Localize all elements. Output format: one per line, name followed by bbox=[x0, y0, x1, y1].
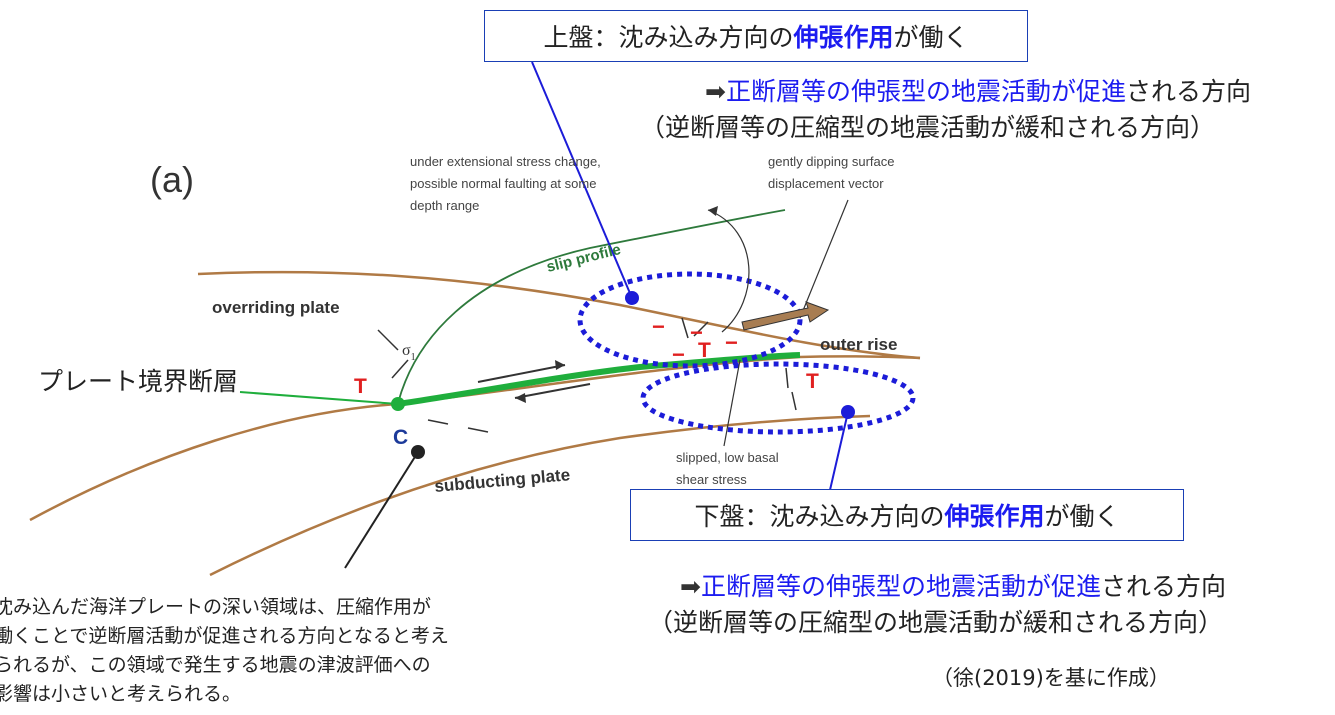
upper-box-emphasis: 伸張作用 bbox=[793, 23, 894, 52]
shear-arrowhead-lower bbox=[515, 393, 526, 403]
lower-note-rest: される方向 bbox=[1100, 572, 1226, 601]
upper-box-leader bbox=[531, 61, 633, 299]
surface-line-2: displacement vector bbox=[768, 176, 884, 191]
deep-region-note-line-3: られるが、この領域で発生する地震の津波評価への bbox=[0, 654, 431, 676]
slip-profile-curve bbox=[397, 209, 786, 404]
lower-box-emphasis: 伸張作用 bbox=[944, 502, 1045, 531]
lower-leader-dot bbox=[841, 405, 855, 419]
overriding-plate-surface bbox=[197, 270, 921, 360]
sigma-label: σ1 bbox=[402, 342, 416, 363]
stress-arrow-c1 bbox=[427, 419, 449, 425]
extensional-line-1: under extensional stress change, bbox=[410, 154, 601, 169]
compression-mark: C bbox=[393, 426, 408, 449]
sigma-symbol: σ bbox=[402, 342, 411, 359]
fault-label-leader bbox=[239, 391, 399, 405]
minus-mark-1: − bbox=[652, 314, 665, 339]
slipped-annotation: slipped, low basal shear stress bbox=[676, 450, 782, 487]
surface-line-1: gently dipping surface bbox=[768, 154, 894, 169]
upper-note-rest: される方向 bbox=[1125, 77, 1251, 106]
shear-arrow-upper bbox=[477, 364, 566, 383]
minus-mark-3: − bbox=[672, 342, 685, 367]
source-citation: （徐(2019)を基に作成） bbox=[932, 666, 1170, 690]
lower-note-arrow: ➡ bbox=[680, 572, 701, 601]
stress-arrow-t1 bbox=[681, 317, 689, 339]
subducting-plate-base bbox=[209, 414, 871, 577]
lower-note-line-1: ➡正断層等の伸張型の地震活動が促進される方向 bbox=[680, 567, 1226, 603]
deep-region-dot bbox=[411, 445, 425, 459]
deep-region-note-line-4: 影響は小さいと考えられる。 bbox=[0, 683, 242, 705]
minus-mark-2: − bbox=[690, 320, 703, 345]
shear-arrowhead-upper bbox=[555, 360, 565, 370]
minus-mark-4: − bbox=[725, 330, 738, 355]
upper-plate-ellipse bbox=[577, 271, 803, 369]
deep-region-leader bbox=[344, 451, 419, 569]
upper-leader-dot bbox=[625, 291, 639, 305]
tension-mark-left: T bbox=[354, 375, 367, 398]
upper-box-suffix: が働く bbox=[893, 23, 969, 52]
deep-region-note: 沈み込んだ海洋プレートの深い領域は、圧縮作用が 働くことで逆断層活動が促進される… bbox=[0, 593, 449, 709]
extensional-arrowhead bbox=[708, 206, 718, 216]
lower-box-prefix: 下盤：沈み込み方向の bbox=[694, 502, 945, 531]
extensional-annotation: under extensional stress change, possibl… bbox=[410, 154, 604, 213]
lower-note-blue: 正断層等の伸張型の地震活動が促進 bbox=[700, 572, 1101, 601]
lower-plate-ellipse bbox=[640, 361, 916, 435]
lower-plate-box: 下盤：沈み込み方向の伸張作用が働く bbox=[630, 489, 1184, 541]
plate-boundary-fault bbox=[397, 352, 801, 407]
tension-mark-upper: T bbox=[698, 339, 711, 362]
upper-note-blue: 正断層等の伸張型の地震活動が促進 bbox=[725, 77, 1126, 106]
surface-annotation-leader bbox=[799, 199, 849, 319]
stress-arrow-sigma bbox=[377, 329, 399, 351]
stress-arrow-t3 bbox=[785, 367, 789, 389]
shear-arrow-lower bbox=[514, 383, 591, 399]
upper-box-prefix: 上盤：沈み込み方向の bbox=[543, 23, 794, 52]
upper-note-line-1: ➡正断層等の伸張型の地震活動が促進される方向 bbox=[705, 72, 1251, 108]
extensional-line-2: possible normal faulting at some bbox=[410, 176, 596, 191]
upper-plate-box: 上盤：沈み込み方向の伸張作用が働く bbox=[484, 10, 1028, 62]
extensional-annotation-curve bbox=[707, 209, 750, 333]
deep-region-note-line-1: 沈み込んだ海洋プレートの深い領域は、圧縮作用が bbox=[0, 596, 432, 618]
subducting-plate-label: subducting plate bbox=[434, 465, 571, 496]
surface-displacement-arrow bbox=[741, 301, 830, 331]
slip-profile-label: slip profile bbox=[545, 241, 623, 276]
plate-boundary-fault-label: プレート境界断層 bbox=[38, 367, 239, 396]
upper-note-arrow: ➡ bbox=[705, 77, 726, 106]
slipped-annotation-leader bbox=[723, 359, 741, 447]
stress-arrow-t2 bbox=[693, 321, 709, 337]
plate-interface-line bbox=[29, 355, 921, 522]
slipped-line-2: shear stress bbox=[676, 472, 747, 487]
panel-label: (a) bbox=[150, 159, 194, 200]
lower-box-leader bbox=[829, 411, 849, 491]
extensional-line-3: depth range bbox=[410, 198, 479, 213]
sigma-subscript: 1 bbox=[411, 352, 416, 363]
tension-mark-lower: T bbox=[806, 370, 819, 393]
upper-note-line-2: （逆断層等の圧縮型の地震活動が緩和される方向） bbox=[640, 113, 1216, 142]
surface-annotation: gently dipping surface displacement vect… bbox=[768, 154, 898, 191]
stress-arrow-sigma2 bbox=[391, 359, 409, 379]
lower-note-line-2: （逆断層等の圧縮型の地震活動が緩和される方向） bbox=[648, 608, 1224, 637]
stress-arrow-c2 bbox=[467, 427, 489, 433]
lower-box-suffix: が働く bbox=[1044, 502, 1120, 531]
slipped-line-1: slipped, low basal bbox=[676, 450, 779, 465]
outer-rise-label: outer rise bbox=[820, 335, 897, 354]
overriding-plate-label: overriding plate bbox=[212, 298, 340, 317]
stress-arrow-t4 bbox=[791, 391, 797, 411]
deep-region-note-line-2: 働くことで逆断層活動が促進される方向となると考え bbox=[0, 625, 449, 647]
